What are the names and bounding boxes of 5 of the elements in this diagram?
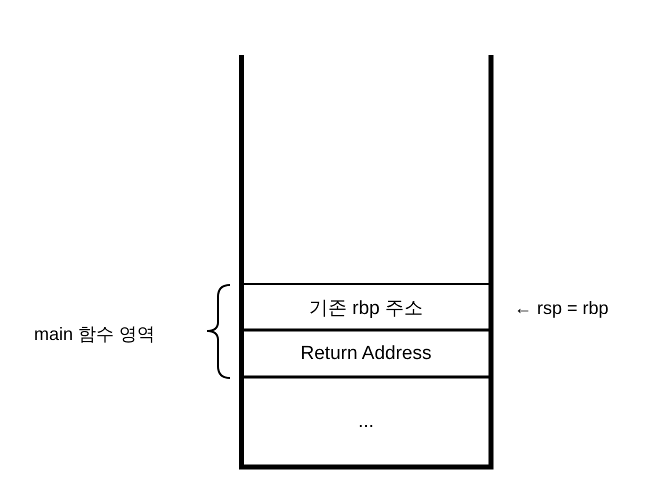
pointer-label: ← rsp = rbp [514, 298, 609, 319]
stack-slot: ... [243, 379, 489, 465]
stack-slot: 기존 rbp 주소 [243, 286, 489, 329]
stack-slot: Return Address [243, 332, 489, 376]
region-label: main 함수 영역 [34, 323, 156, 346]
